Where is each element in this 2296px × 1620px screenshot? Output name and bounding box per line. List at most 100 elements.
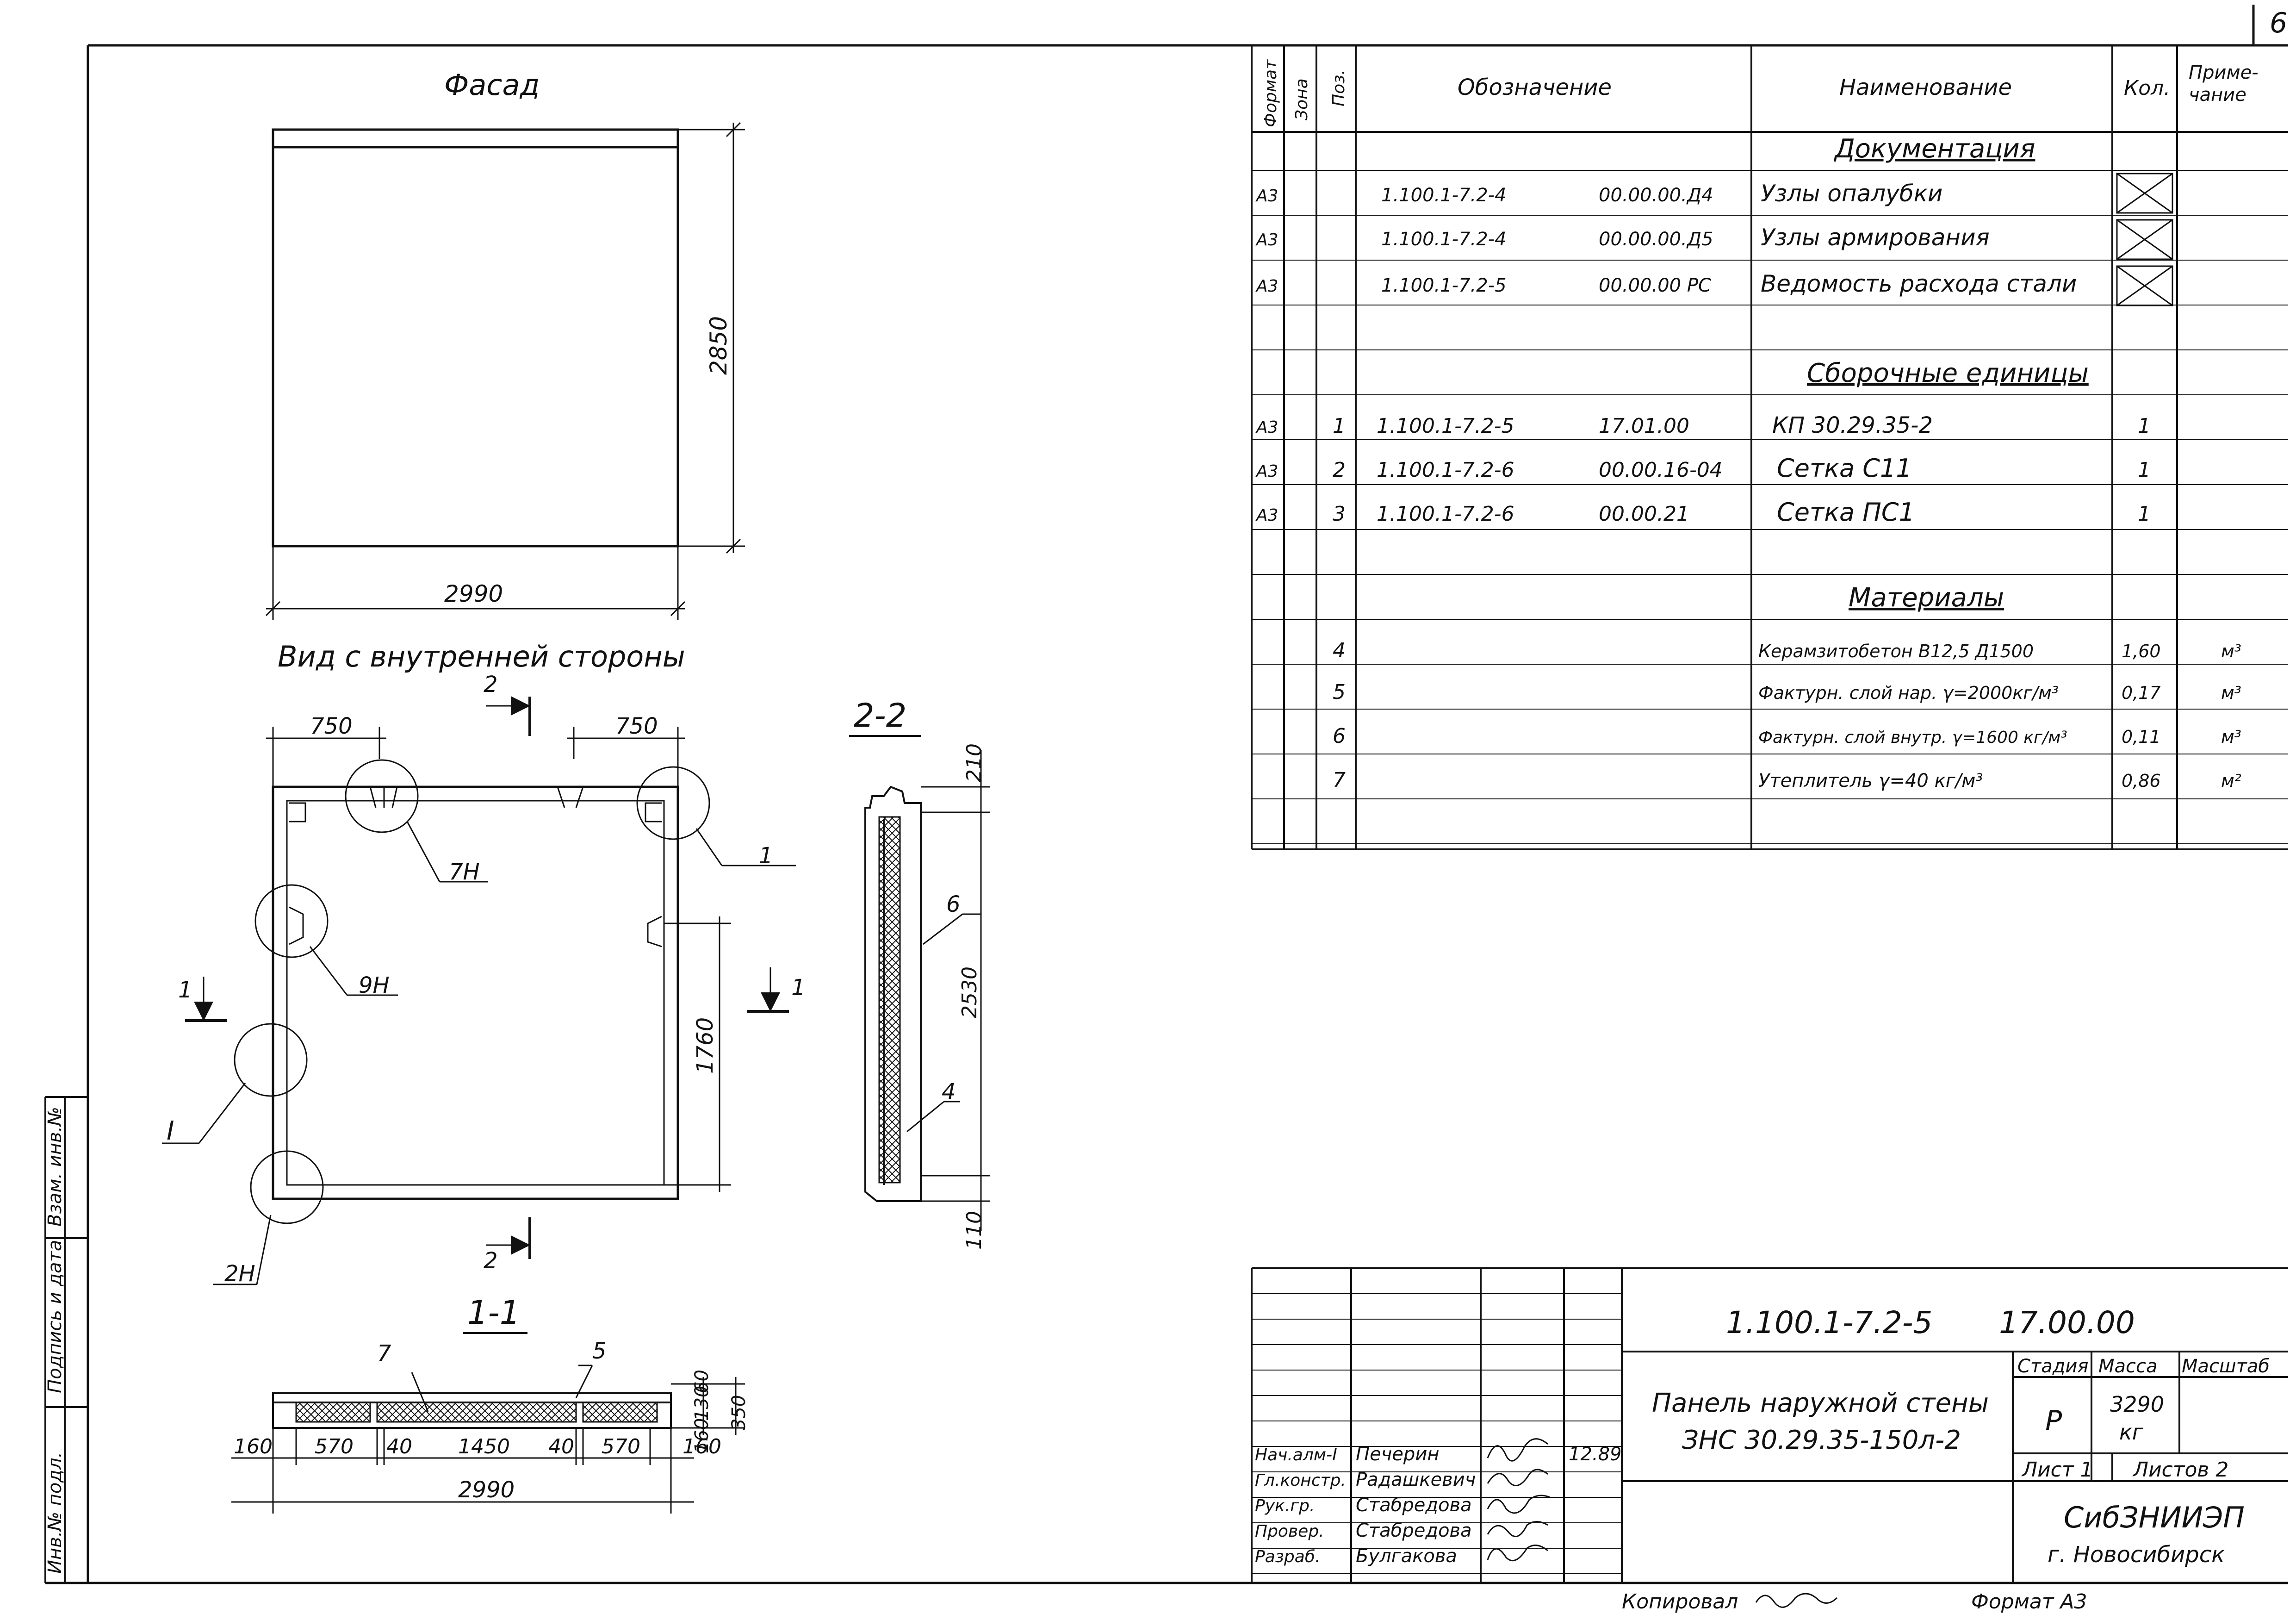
svg-text:1.100.1-7.2-5: 1.100.1-7.2-5	[1377, 414, 1514, 438]
side-sign-date: Подпись и дата	[44, 1240, 66, 1393]
dim-b-1450: 1450	[458, 1435, 510, 1458]
hdr-designation: Обозначение	[1458, 75, 1612, 100]
svg-text:Керамзитобетон В12,5 Д1500: Керамзитобетон В12,5 Д1500	[1758, 641, 2034, 661]
facade-width-dim: 2990	[444, 580, 503, 607]
svg-text:3: 3	[1333, 502, 1346, 526]
tb-person: Нач.алм-I Печерин	[1255, 1444, 1439, 1465]
tb-mass-value: 3290	[2110, 1392, 2164, 1417]
svg-text:Фактурн. слой внутр. γ=1600 кг: Фактурн. слой внутр. γ=1600 кг/м³	[1758, 728, 2067, 747]
footer-format: Формат А3	[1971, 1590, 2087, 1614]
svg-text:1,60: 1,60	[2122, 641, 2161, 661]
svg-text:1: 1	[2138, 458, 2151, 482]
svg-text:Ведомость расхода стали: Ведомость расхода стали	[1761, 270, 2077, 297]
inner-title: Вид с внутренней стороны	[278, 640, 685, 673]
material-row: 6 Фактурн. слой внутр. γ=1600 кг/м³ 0,11…	[1333, 724, 2241, 748]
dim-160: 160	[691, 1418, 713, 1453]
label-6: 6	[946, 891, 961, 917]
material-row: 5 Фактурн. слой нар. γ=2000кг/м³ 0,17 м³	[1333, 680, 2241, 704]
section-2-2: 2-2 210 2530 110 6 4	[849, 697, 990, 1250]
dim-b-40-right: 40	[548, 1435, 574, 1458]
sec-assemblies: Сборочные единицы	[1807, 358, 2089, 388]
side-inv-orig: Инв.№ подл.	[44, 1452, 66, 1574]
doc-row: А3 1.100.1-7.2-5 00.00.00 РС Ведомость р…	[1255, 270, 2077, 297]
tb-stage-label: Стадия	[2017, 1356, 2088, 1377]
svg-text:4: 4	[1333, 639, 1346, 662]
svg-text:Разраб.: Разраб.	[1255, 1547, 1320, 1566]
sheet-number: 6	[2270, 7, 2287, 39]
svg-text:2: 2	[1333, 458, 1346, 482]
sec-materials: Материалы	[1849, 583, 2004, 613]
section-1-1: 1-1 7 5 60 130	[231, 1294, 750, 1514]
svg-text:А3: А3	[1255, 506, 1278, 525]
footer-copied: Копировал	[1622, 1590, 1738, 1614]
svg-text:00.00.00.Д5: 00.00.00.Д5	[1599, 229, 1713, 250]
svg-text:0,86: 0,86	[2122, 771, 2161, 791]
doc-row: А3 1.100.1-7.2-4 00.00.00.Д5 Узлы армиро…	[1255, 224, 1990, 251]
tb-title-line1: Панель наружной стены	[1652, 1388, 1989, 1418]
dim-b-570-right: 570	[602, 1435, 640, 1458]
sec-documentation: Документация	[1833, 134, 2035, 164]
svg-text:0,17: 0,17	[2122, 683, 2161, 703]
svg-text:Провер.: Провер.	[1255, 1522, 1324, 1541]
svg-text:Гл.констр.: Гл.констр.	[1255, 1471, 1346, 1490]
callout-I: I	[167, 1116, 174, 1146]
dim-b-160-right: 160	[683, 1435, 721, 1458]
facade-view: Фасад 2850 2990	[265, 68, 745, 620]
signature-scribbles	[1487, 1438, 1551, 1562]
svg-text:Узлы опалубки: Узлы опалубки	[1761, 180, 1942, 207]
svg-text:Стабредова: Стабредова	[1356, 1520, 1472, 1541]
hdr-format: Формат	[1261, 59, 1280, 127]
svg-text:А3: А3	[1255, 187, 1278, 206]
section-11-title: 1-1	[467, 1294, 520, 1332]
dim-left-750: 750	[310, 713, 353, 739]
material-row: 7 Утеплитель γ=40 кг/м³ 0,86 м²	[1333, 768, 2241, 792]
cut-1-left: 1	[178, 977, 192, 1003]
dim-b-40-left: 40	[386, 1435, 412, 1458]
dim-b-570-left: 570	[315, 1435, 354, 1458]
tb-date: 12.89	[1569, 1444, 1622, 1465]
tb-doc-code: 1.100.1-7.2-5	[1726, 1305, 1933, 1340]
svg-text:5: 5	[1333, 680, 1346, 704]
callout-9h: 9Н	[359, 972, 390, 998]
svg-text:1.100.1-7.2-4: 1.100.1-7.2-4	[1381, 185, 1507, 206]
label-7: 7	[377, 1340, 391, 1366]
svg-text:1.100.1-7.2-5: 1.100.1-7.2-5	[1381, 275, 1507, 296]
svg-text:м²: м²	[2221, 771, 2241, 791]
svg-text:Сетка С11: Сетка С11	[1777, 454, 1912, 483]
dim-2530: 2530	[958, 966, 981, 1018]
svg-text:00.00.00 РС: 00.00.00 РС	[1599, 275, 1711, 296]
dim-right-750: 750	[615, 713, 658, 739]
tb-sheets: Листов 2	[2132, 1458, 2228, 1482]
callout-7h: 7Н	[449, 859, 480, 885]
inner-view: Вид с внутренней стороны 7Н	[162, 640, 806, 1287]
svg-text:1.100.1-7.2-6: 1.100.1-7.2-6	[1377, 502, 1514, 526]
hdr-name: Наименование	[1839, 75, 2012, 100]
hdr-pos: Поз.	[1329, 69, 1348, 106]
dim-130: 130	[691, 1386, 713, 1421]
svg-text:Радашкевич: Радашкевич	[1356, 1469, 1476, 1490]
material-row: 4 Керамзитобетон В12,5 Д1500 1,60 м³	[1333, 639, 2241, 662]
sheet-frame	[45, 5, 2288, 1584]
tb-person: Рук.гр. Стабредова	[1255, 1495, 1472, 1516]
svg-text:0,11: 0,11	[2122, 727, 2161, 747]
label-5: 5	[592, 1338, 607, 1364]
cut-1-right: 1	[791, 975, 806, 1001]
facade-title: Фасад	[444, 68, 540, 102]
tb-stage-value: Р	[2045, 1405, 2062, 1437]
dim-350: 350	[728, 1395, 750, 1430]
svg-text:Булгакова: Булгакова	[1356, 1545, 1457, 1567]
svg-text:Утеплитель γ=40 кг/м³: Утеплитель γ=40 кг/м³	[1758, 770, 1983, 791]
svg-text:м³: м³	[2221, 727, 2241, 747]
tb-doc-sub: 17.00.00	[1999, 1305, 2135, 1340]
side-stamp: Взам. инв.№ Подпись и дата Инв.№ подл.	[44, 1096, 88, 1583]
hdr-note: Приме-чание	[2189, 62, 2259, 106]
dim-210: 210	[962, 743, 986, 782]
tb-sheet: Лист 1	[2021, 1458, 2093, 1482]
svg-text:1: 1	[2138, 414, 2151, 438]
qty-crossed-boxes	[2116, 173, 2173, 306]
svg-text:00.00.16-04: 00.00.16-04	[1599, 458, 1723, 482]
dim-1760: 1760	[692, 1017, 718, 1074]
svg-text:А3: А3	[1255, 231, 1278, 249]
svg-text:Сетка ПС1: Сетка ПС1	[1777, 498, 1915, 527]
